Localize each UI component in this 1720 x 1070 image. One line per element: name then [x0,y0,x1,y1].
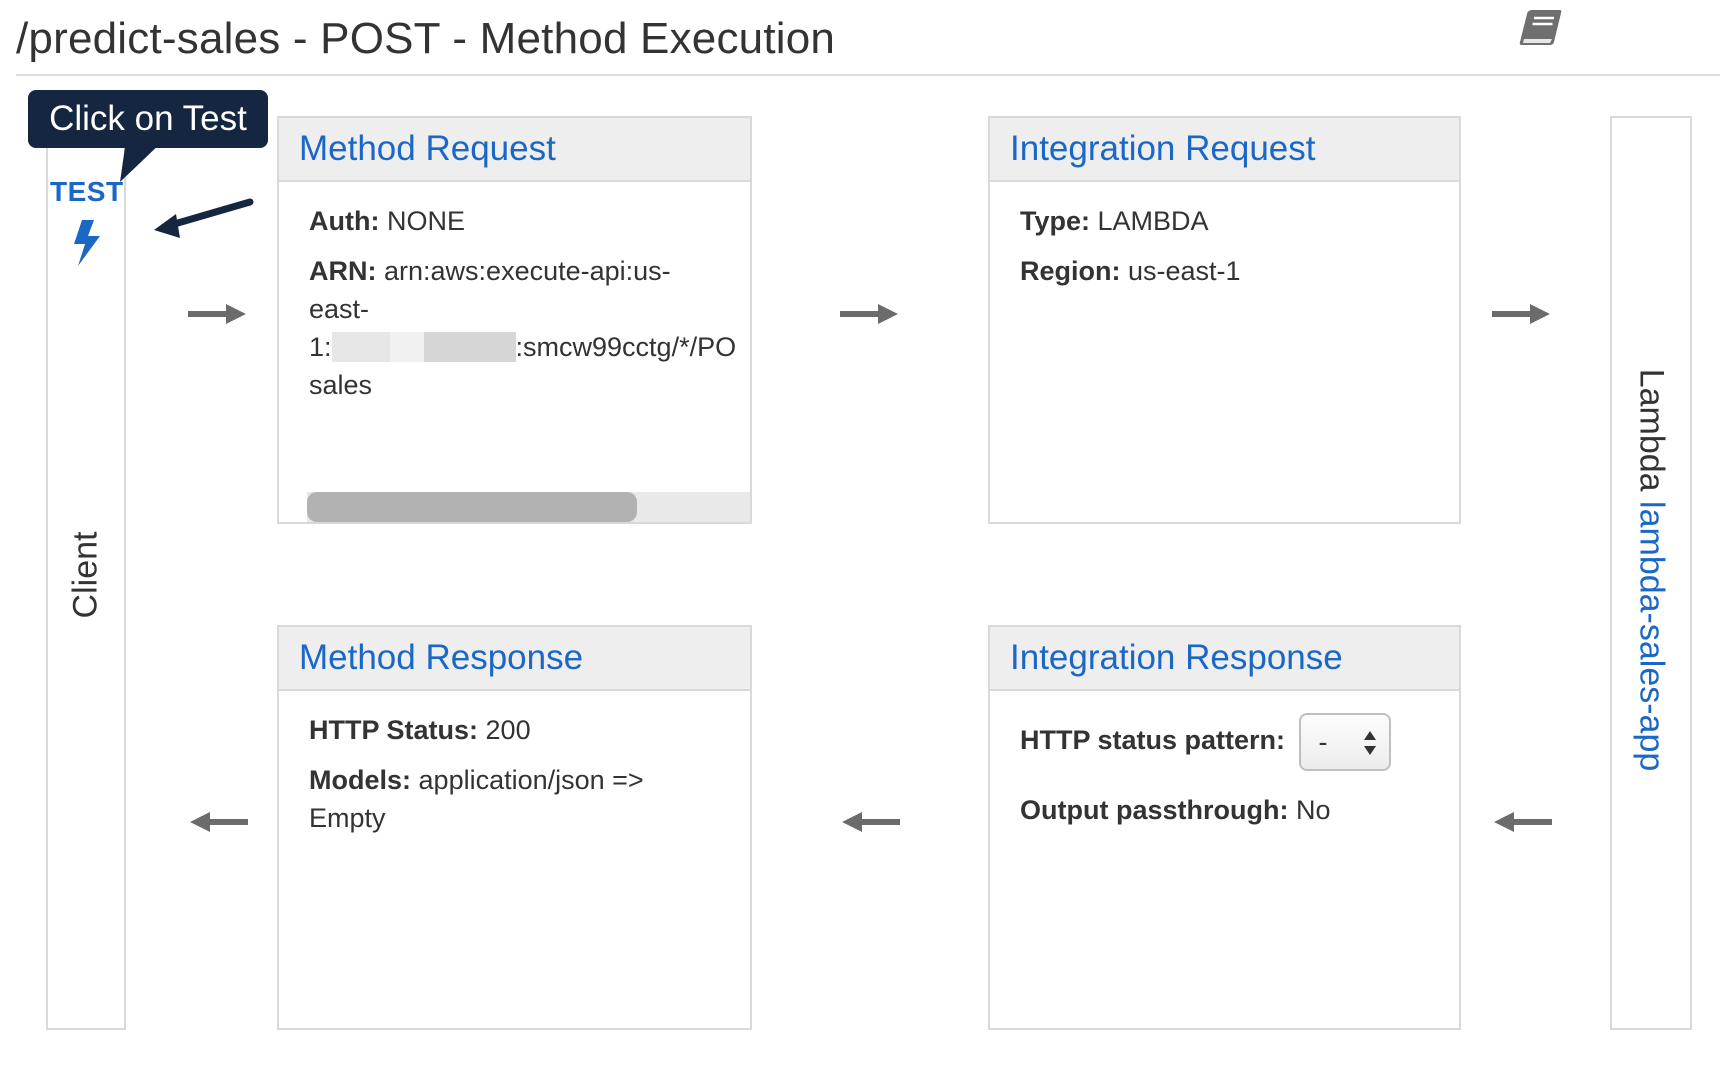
models-value-cont: Empty [309,803,386,833]
client-column [46,116,126,1030]
method-request-link[interactable]: Method Request [279,118,750,182]
auth-label: Auth: [309,206,380,236]
integration-response-link[interactable]: Integration Response [990,627,1459,691]
lambda-function-link[interactable]: lambda-sales-app [1632,501,1671,772]
book-icon[interactable] [1516,6,1564,50]
method-request-panel: Method Request Auth: NONE ARN: arn:aws:e… [277,116,752,524]
lambda-label: Lambda [1632,368,1671,492]
horizontal-scrollbar[interactable] [307,492,750,522]
arn-line-2: east- [309,294,370,324]
type-label: Type: [1020,206,1091,236]
flow-arrow-right-icon [1492,304,1550,324]
tooltip-tail [120,140,164,182]
arn-line-3-prefix: 1: [309,332,332,362]
status-pattern-label: HTTP status pattern: [1020,725,1286,756]
http-status-row: HTTP Status: 200 [309,711,720,749]
flow-arrow-right-icon [840,304,898,324]
arn-line-4: sales [309,370,373,400]
select-arrows-icon [1363,731,1376,755]
test-button[interactable]: TEST [50,176,124,207]
passthrough-label: Output passthrough: [1020,795,1289,825]
models-label: Models: [309,765,412,795]
flow-arrow-right-icon [188,304,246,324]
arn-line-1: arn:aws:execute-api:us- [384,256,671,286]
redacted-account-id [389,332,424,362]
models-value: application/json => [418,765,644,795]
status-pattern-select[interactable]: - [1298,713,1391,771]
arn-row: ARN: arn:aws:execute-api:us- east- 1: :sm… [309,252,736,404]
page-title: /predict-sales - POST - Method Execution [16,14,836,63]
http-status-value: 200 [485,715,531,745]
client-label: Client [66,531,105,619]
flow-arrow-left-icon [190,812,248,832]
flow-arrow-left-icon [1494,812,1552,832]
integration-request-link[interactable]: Integration Request [990,118,1459,182]
method-response-body: HTTP Status: 200 Models: application/jso… [279,691,750,857]
http-status-label: HTTP Status: [309,715,479,745]
lambda-column [1610,116,1692,1030]
integration-request-panel: Integration Request Type: LAMBDA Region:… [988,116,1461,524]
arn-line-3-suffix: :smcw99cctg/*/PO [515,332,737,362]
passthrough-value: No [1295,795,1331,825]
integration-response-body: HTTP status pattern: - Output passthroug… [990,691,1459,861]
type-row: Type: LAMBDA [1020,202,1429,240]
pointer-arrow-icon [154,198,254,238]
auth-value: NONE [386,206,465,236]
passthrough-row: Output passthrough: No [1020,791,1429,829]
method-response-panel: Method Response HTTP Status: 200 Models:… [277,625,752,1030]
lightning-bolt-icon[interactable] [70,218,104,268]
region-value: us-east-1 [1128,256,1241,286]
arn-label: ARN: [309,256,377,286]
status-pattern-row: HTTP status pattern: - [1020,713,1429,771]
lambda-label-group: Lambda lambda-sales-app [1632,369,1671,772]
select-value: - [1318,727,1328,757]
type-value: LAMBDA [1097,206,1209,236]
region-label: Region: [1020,256,1121,286]
models-row: Models: application/json => Empty [309,761,720,837]
region-row: Region: us-east-1 [1020,252,1429,290]
title-divider [16,74,1720,76]
flow-arrow-left-icon [842,812,900,832]
method-request-body: Auth: NONE ARN: arn:aws:execute-api:us- … [279,182,750,424]
tooltip: Click on Test [28,90,268,148]
integration-response-panel: Integration Response HTTP status pattern… [988,625,1461,1030]
integration-request-body: Type: LAMBDA Region: us-east-1 [990,182,1459,322]
redacted-account-id [331,332,390,362]
redacted-account-id [423,332,516,362]
auth-row: Auth: NONE [309,202,720,240]
method-response-link[interactable]: Method Response [279,627,750,691]
scrollbar-thumb[interactable] [307,492,637,522]
